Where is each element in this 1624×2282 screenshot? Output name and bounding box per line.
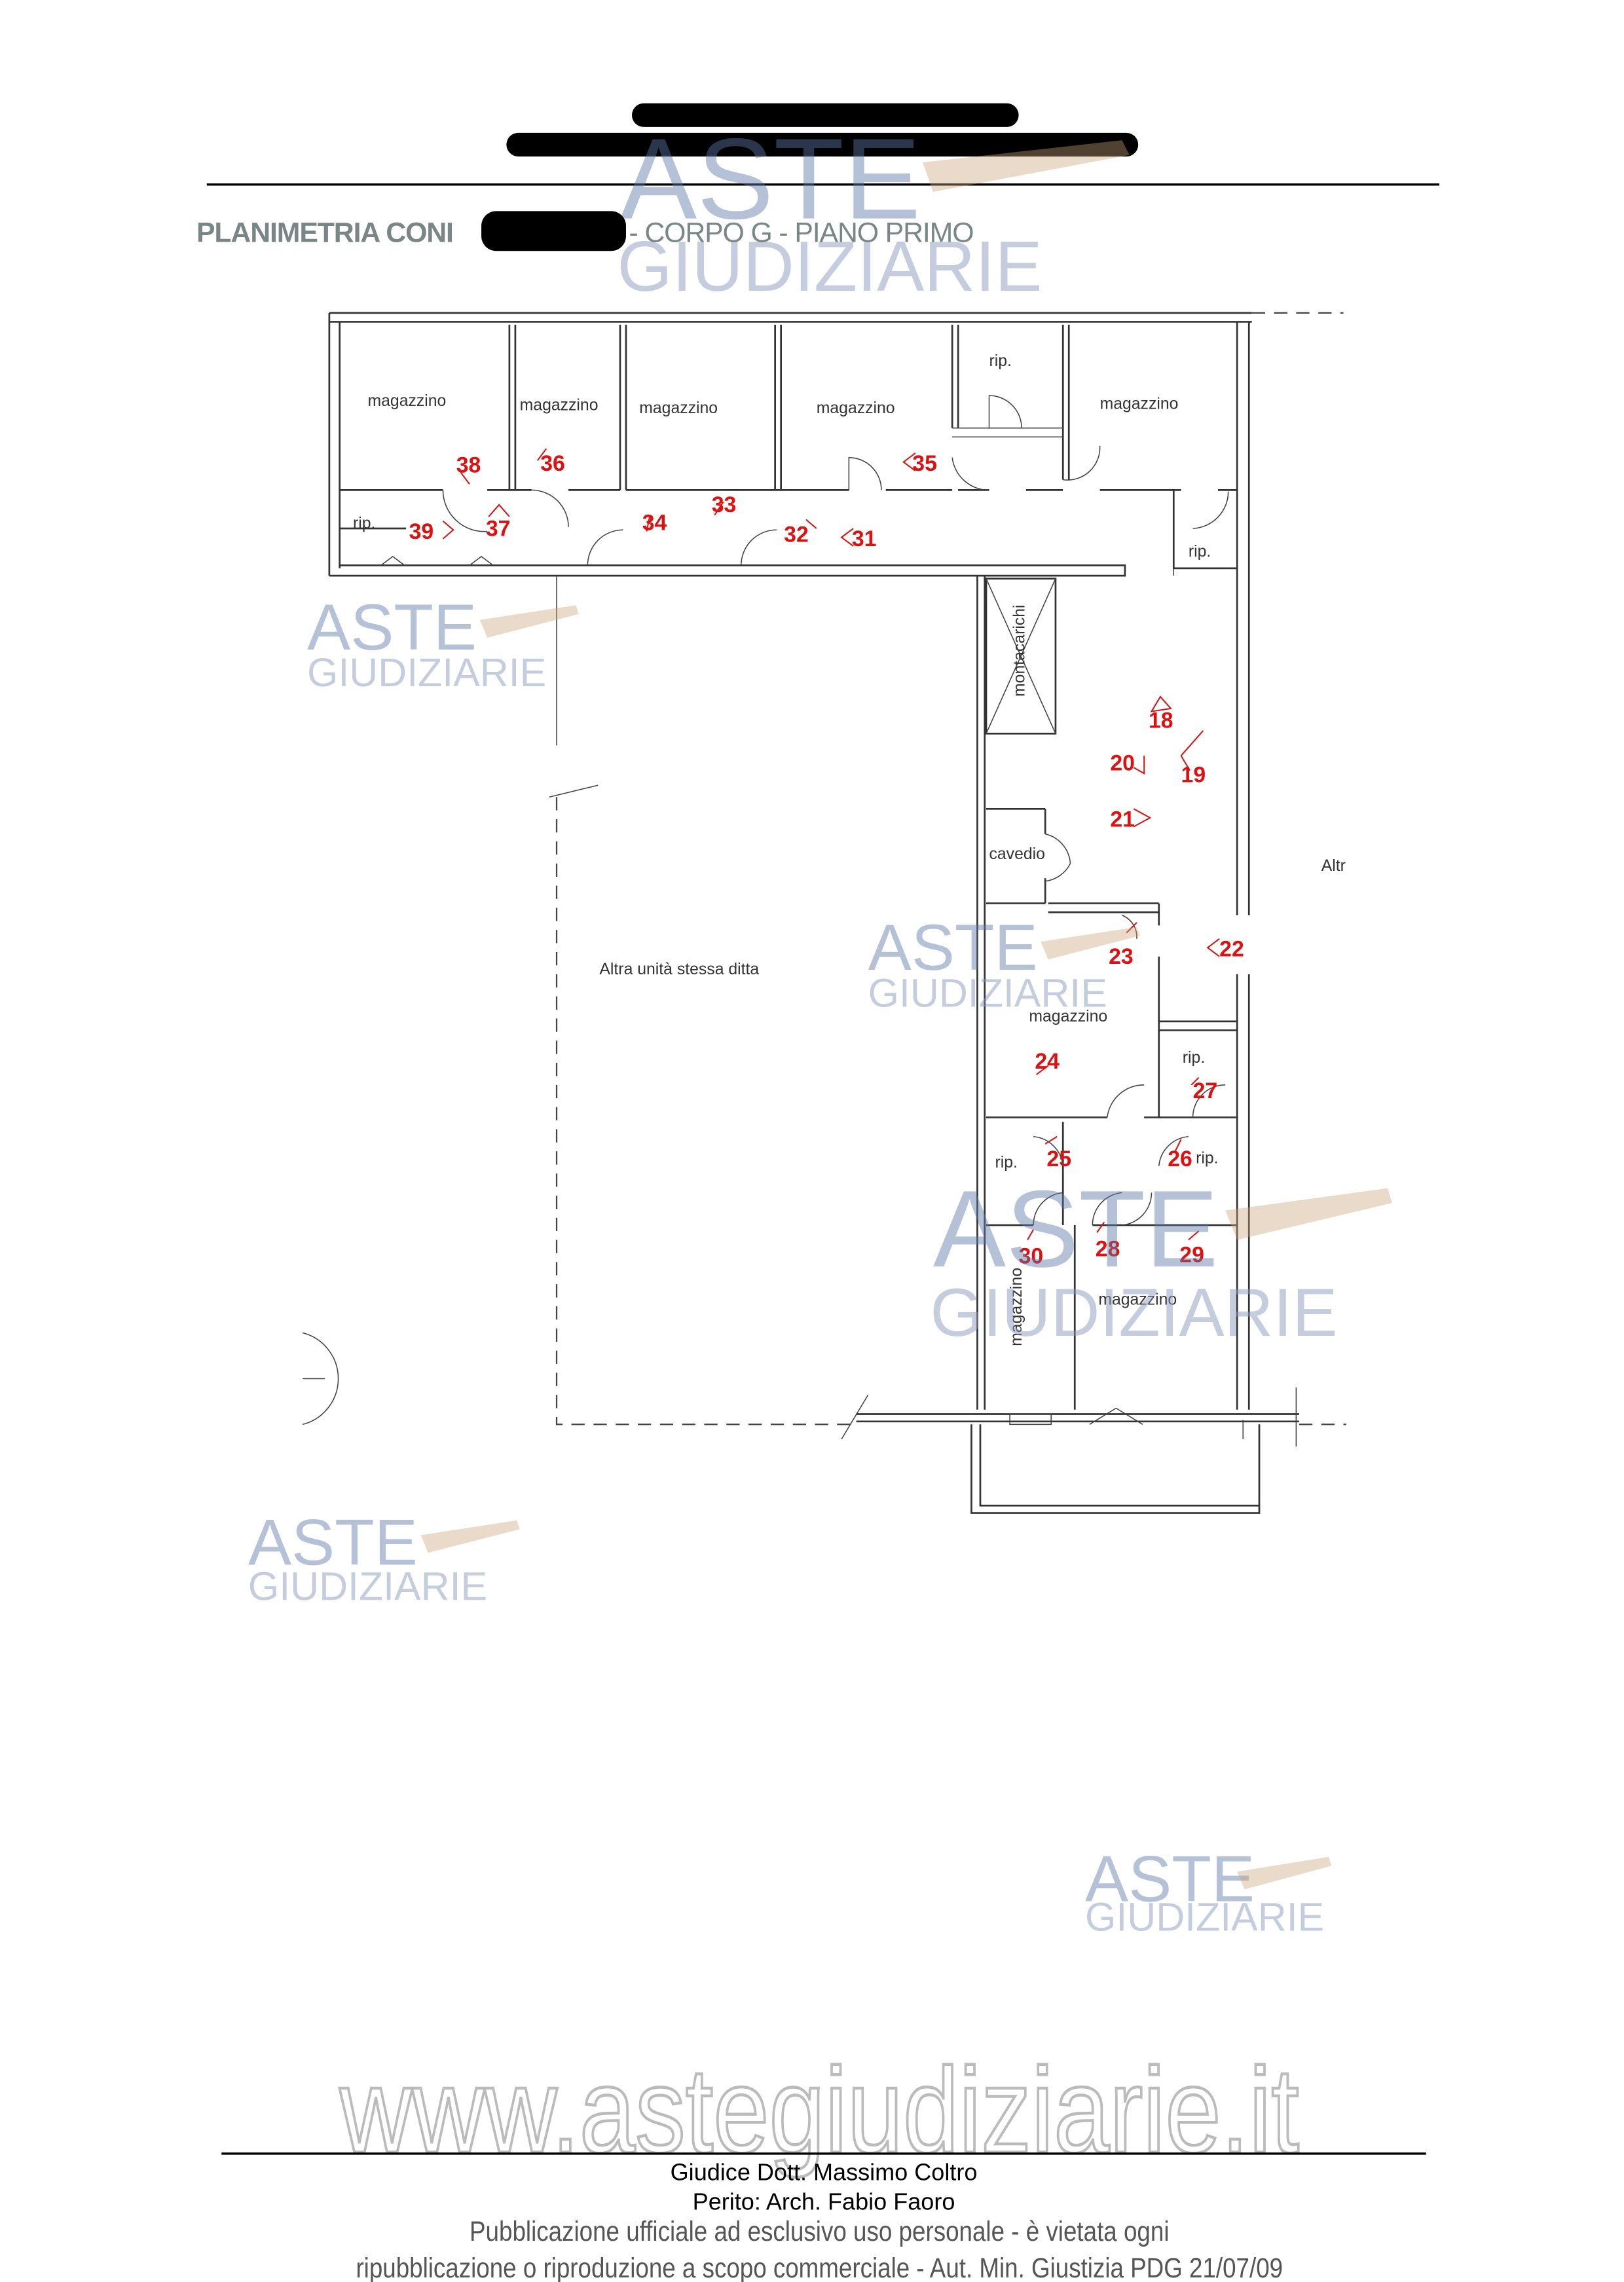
photo-marker: 22 — [1219, 937, 1244, 962]
room-label: magazzino — [367, 392, 446, 410]
photo-marker: 20 — [1110, 751, 1135, 776]
svg-text:ASTE: ASTE — [1085, 1843, 1255, 1915]
room-label: magazzino — [817, 399, 895, 417]
photo-marker: 21 — [1110, 807, 1135, 832]
photo-marker: 39 — [409, 519, 434, 544]
redaction-bar — [506, 132, 1139, 156]
room-label: cavedio — [989, 845, 1045, 863]
photo-marker: 31 — [852, 526, 877, 551]
svg-text:GIUDIZIARIE: GIUDIZIARIE — [868, 970, 1107, 1015]
photo-marker: 35 — [912, 451, 937, 476]
redaction-bar — [631, 103, 1019, 127]
svg-text:ASTE: ASTE — [868, 911, 1038, 984]
photo-marker: 37 — [486, 516, 511, 541]
footer-expert: Perito: Arch. Fabio Faoro — [693, 2188, 955, 2215]
watermark-logo: ASTE GIUDIZIARIE — [930, 1168, 1392, 1350]
photo-marker: 27 — [1193, 1078, 1218, 1103]
photo-marker: 32 — [784, 522, 809, 547]
room-label: magazzino — [639, 399, 718, 417]
svg-text:GIUDIZIARIE: GIUDIZIARIE — [307, 650, 546, 695]
photo-marker: 28 — [1096, 1236, 1120, 1261]
svg-text:GIUDIZIARIE: GIUDIZIARIE — [930, 1274, 1337, 1350]
watermark-logo: ASTE GIUDIZIARIE — [868, 911, 1140, 1015]
watermark-url: www.astegiudiziarie.it — [339, 2044, 1299, 2179]
footer-notice-line2: ripubblicazione o riproduzione a scopo c… — [356, 2253, 1283, 2282]
room-label: magazzino — [1008, 1268, 1025, 1346]
photo-marker: 36 — [540, 451, 565, 476]
room-label: rip. — [989, 352, 1012, 370]
watermark-logo: ASTE GIUDIZIARIE — [1085, 1843, 1332, 1939]
room-label: magazzino — [1098, 1291, 1177, 1309]
photo-marker: 24 — [1035, 1049, 1060, 1074]
page-title: PLANIMETRIA CONI — [196, 217, 453, 249]
photo-marker: 33 — [712, 492, 737, 517]
photo-markers: 18 19 20 21 22 23 24 25 26 27 28 29 30 3… — [409, 448, 1244, 1269]
photo-marker: 18 — [1149, 708, 1173, 733]
svg-text:GIUDIZIARIE: GIUDIZIARIE — [617, 227, 1042, 306]
page-subtitle: - CORPO G - PIANO PRIMO — [629, 217, 973, 249]
room-label: montacarichi — [1011, 605, 1029, 697]
room-label: Altr — [1321, 857, 1346, 875]
svg-text:ASTE: ASTE — [620, 115, 921, 244]
watermark-logo: ASTE GIUDIZIARIE — [248, 1506, 520, 1609]
room-label: magazzino — [1100, 395, 1179, 413]
floor-plan — [303, 312, 1347, 1514]
watermark-logo: ASTE GIUDIZIARIE — [307, 591, 579, 695]
photo-marker: 19 — [1181, 763, 1206, 788]
watermark-logo: ASTE GIUDIZIARIE — [617, 115, 1130, 306]
svg-text:ASTE: ASTE — [248, 1506, 418, 1579]
photo-marker: 29 — [1179, 1242, 1204, 1267]
room-label: magazzino — [520, 397, 599, 414]
room-label: rip. — [1183, 1049, 1205, 1067]
svg-text:GIUDIZIARIE: GIUDIZIARIE — [1085, 1894, 1324, 1939]
room-label: Altra unità stessa ditta — [599, 961, 759, 978]
room-labels: magazzino magazzino magazzino magazzino … — [353, 352, 1346, 1346]
room-label: magazzino — [1029, 1008, 1107, 1025]
room-label: rip. — [1189, 543, 1211, 561]
photo-marker: 25 — [1046, 1147, 1071, 1171]
photo-marker: 26 — [1168, 1147, 1192, 1171]
svg-text:GIUDIZIARIE: GIUDIZIARIE — [248, 1564, 487, 1609]
photo-marker: 30 — [1019, 1244, 1044, 1269]
svg-text:ASTE: ASTE — [933, 1168, 1219, 1290]
photo-marker: 23 — [1109, 944, 1134, 969]
room-label: rip. — [353, 515, 375, 532]
footer-notice-line1: Pubblicazione ufficiale ad esclusivo uso… — [470, 2216, 1169, 2247]
photo-marker: 38 — [456, 452, 481, 477]
svg-text:ASTE: ASTE — [307, 591, 477, 664]
redaction-bar — [481, 211, 626, 251]
photo-marker: 34 — [642, 510, 667, 535]
room-label: rip. — [995, 1154, 1018, 1171]
footer-judge: Giudice Dott. Massimo Coltro — [671, 2158, 978, 2185]
room-label: rip. — [1196, 1149, 1218, 1167]
